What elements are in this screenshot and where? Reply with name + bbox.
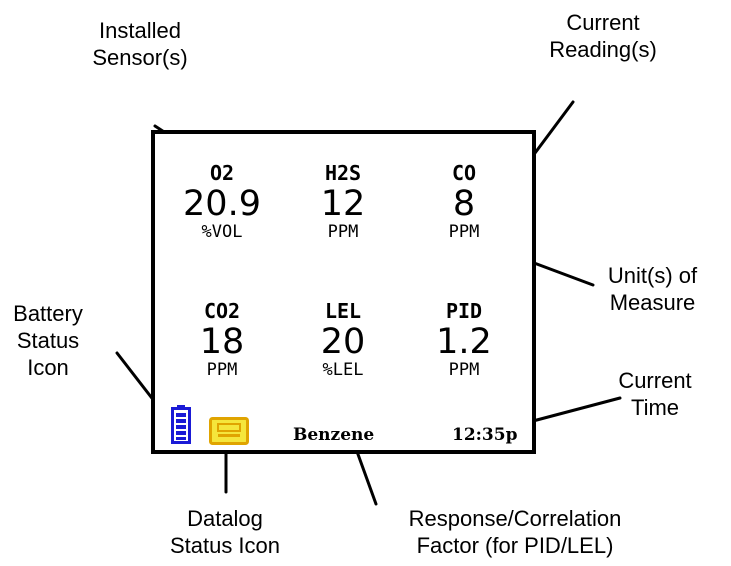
datalog-icon bbox=[209, 417, 249, 445]
sensor-h2s: H2S 12 PPM bbox=[283, 162, 403, 242]
leader-response-factor bbox=[353, 444, 378, 506]
response-factor-label: Benzene bbox=[293, 425, 375, 445]
sensor-co: CO 8 PPM bbox=[404, 162, 524, 242]
sensor-unit: %LEL bbox=[322, 360, 364, 380]
sensor-co2: CO2 18 PPM bbox=[162, 300, 282, 380]
callout-response-factor: Response/Correlation Factor (for PID/LEL… bbox=[408, 506, 622, 558]
sensor-reading: 18 bbox=[199, 322, 245, 362]
callout-units-of-measure: Unit(s) of Measure bbox=[607, 263, 698, 315]
clock-time: 12:35p bbox=[452, 425, 518, 445]
sensor-unit: PPM bbox=[448, 222, 480, 242]
sensor-pid: PID 1.2 PPM bbox=[404, 300, 524, 380]
device-display: O2 20.9 %VOL H2S 12 PPM CO 8 PPM CO2 18 … bbox=[151, 130, 536, 454]
sensor-o2: O2 20.9 %VOL bbox=[162, 162, 282, 242]
sensor-reading: 12 bbox=[320, 184, 366, 224]
callout-datalog-status: Datalog Status Icon bbox=[169, 506, 281, 558]
callout-battery-status: Battery Status Icon bbox=[13, 301, 83, 380]
sensor-name: PID bbox=[445, 299, 483, 323]
sensor-lel: LEL 20 %LEL bbox=[283, 300, 403, 380]
sensor-reading: 20 bbox=[320, 322, 366, 362]
sensor-reading: 1.2 bbox=[436, 322, 492, 362]
sensor-name: CO bbox=[451, 161, 477, 185]
sensor-unit: PPM bbox=[448, 360, 480, 380]
sensor-unit: %VOL bbox=[201, 222, 243, 242]
sensor-name: H2S bbox=[324, 161, 362, 185]
sensor-name: CO2 bbox=[203, 299, 241, 323]
sensor-name: O2 bbox=[209, 161, 235, 185]
sensor-name: LEL bbox=[324, 299, 362, 323]
callout-current-time: Current Time bbox=[618, 368, 692, 420]
sensor-reading: 8 bbox=[452, 184, 476, 224]
callout-current-readings: Current Reading(s) bbox=[549, 10, 657, 62]
sensor-unit: PPM bbox=[206, 360, 238, 380]
callout-installed-sensors: Installed Sensor(s) bbox=[92, 18, 188, 70]
battery-icon bbox=[171, 405, 191, 444]
leader-current-time bbox=[531, 396, 622, 423]
sensor-unit: PPM bbox=[327, 222, 359, 242]
sensor-reading: 20.9 bbox=[183, 184, 261, 224]
